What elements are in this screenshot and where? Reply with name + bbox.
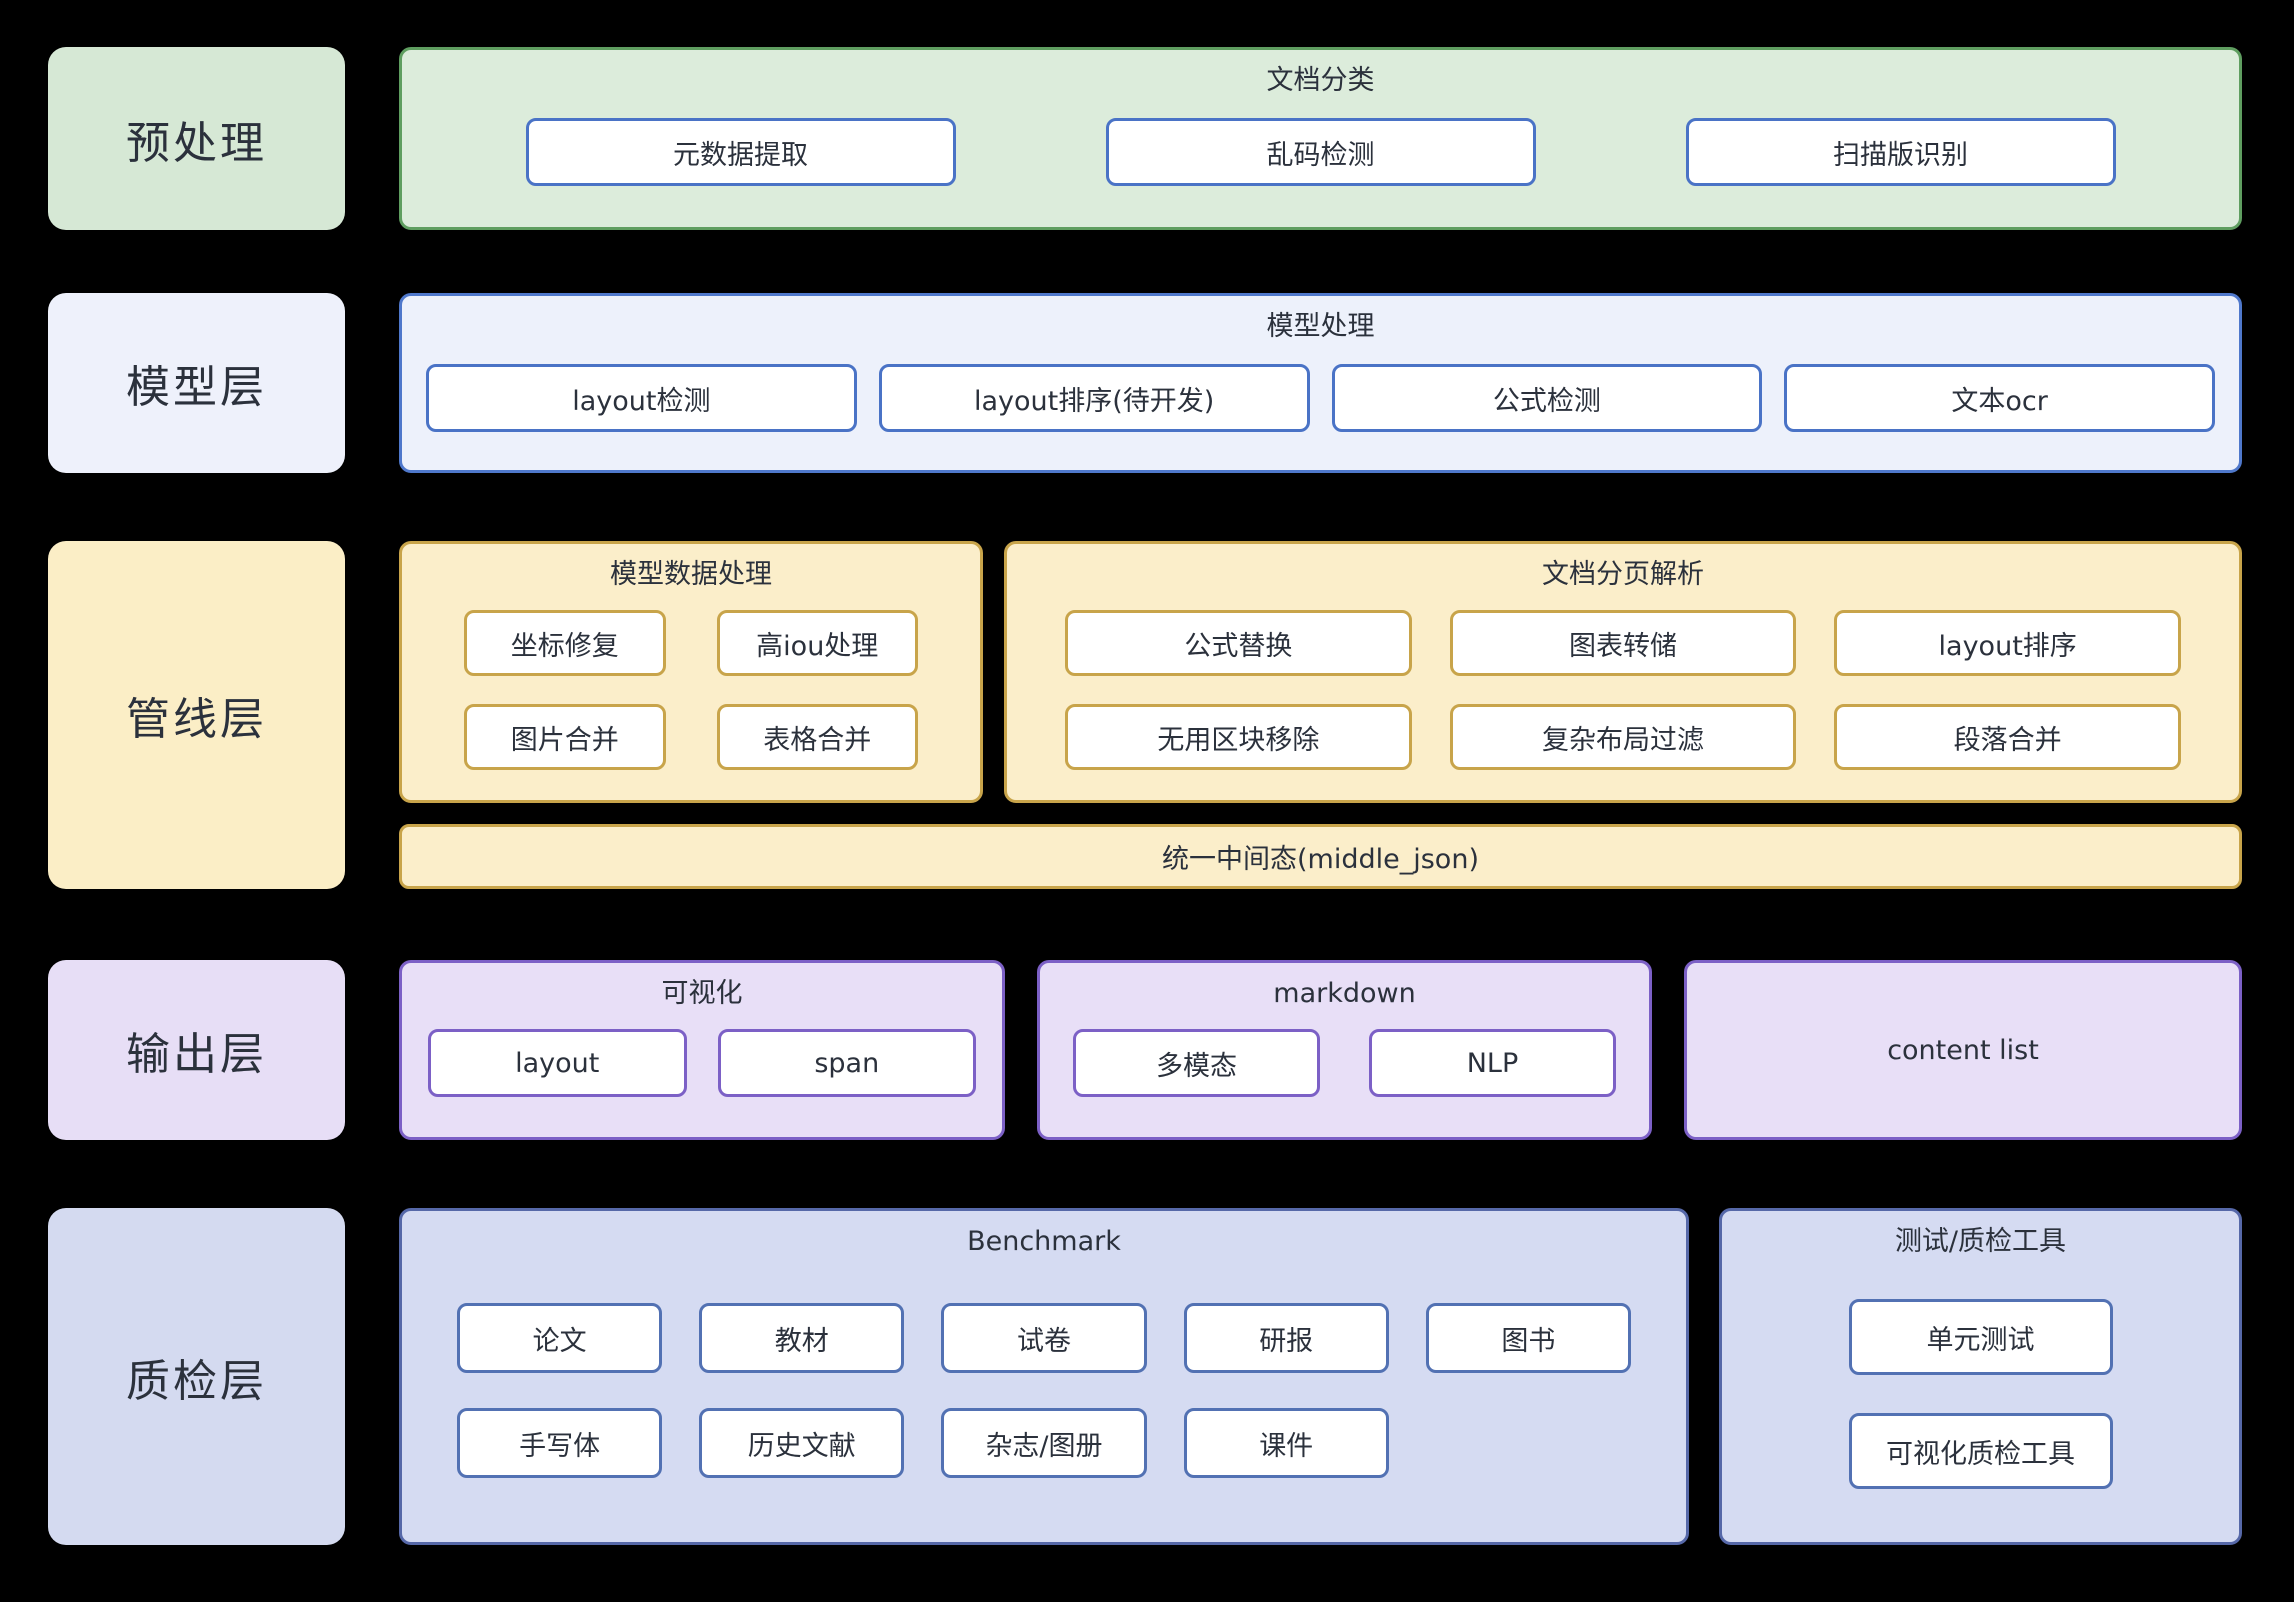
box-useless-block-removal: 无用区块移除: [1065, 704, 1412, 770]
layer-row-output: 输出层 可视化 layout span markdown 多模态 NLP con…: [48, 960, 2242, 1140]
box-book: 图书: [1425, 1303, 1631, 1373]
layer-row-pipeline: 管线层 模型数据处理 坐标修复 高iou处理 图片合并 表格合并 文档分页解析 …: [48, 541, 2242, 889]
box-garbled-detection: 乱码检测: [1105, 118, 1536, 186]
box-coord-fix: 坐标修复: [464, 610, 666, 676]
layer-label-qa: 质检层: [48, 1208, 345, 1545]
box-image-merge: 图片合并: [464, 704, 666, 770]
panel-doc-classification: 文档分类 元数据提取 乱码检测 扫描版识别: [399, 47, 2242, 230]
layer-label-text: 管线层: [126, 694, 267, 745]
box-text-ocr: 文本ocr: [1784, 364, 2215, 432]
layer-label-text: 输出层: [126, 1029, 267, 1080]
box-magazine-album: 杂志/图册: [941, 1408, 1147, 1478]
panel-title: 模型处理: [1266, 311, 1375, 342]
panel-model-data-processing: 模型数据处理 坐标修复 高iou处理 图片合并 表格合并: [399, 541, 983, 803]
box-exam-paper: 试卷: [941, 1303, 1147, 1373]
panel-content-list: content list: [1684, 960, 2242, 1140]
box-textbook: 教材: [699, 1303, 905, 1373]
box-nlp: NLP: [1369, 1029, 1616, 1097]
box-layout: layout: [428, 1029, 687, 1097]
panel-title: markdown: [1273, 978, 1416, 1009]
panel-title: 可视化: [661, 978, 743, 1009]
box-handwriting: 手写体: [457, 1408, 663, 1478]
box-research-report: 研报: [1183, 1303, 1389, 1373]
box-formula-detection: 公式检测: [1331, 364, 1763, 432]
box-paragraph-merge: 段落合并: [1834, 704, 2181, 770]
panel-markdown: markdown 多模态 NLP: [1037, 960, 1652, 1140]
box-complex-layout-filter: 复杂布局过滤: [1449, 704, 1797, 770]
box-span: span: [717, 1029, 976, 1097]
layer-label-output: 输出层: [48, 960, 345, 1140]
layer-label-text: 模型层: [126, 362, 267, 413]
box-formula-replace: 公式替换: [1065, 610, 1412, 676]
panel-title: 文档分类: [1266, 65, 1375, 96]
box-multimodal: 多模态: [1073, 1029, 1320, 1097]
layer-label-preprocess: 预处理: [48, 47, 345, 230]
panel-title: 模型数据处理: [610, 559, 772, 590]
box-courseware: 课件: [1183, 1408, 1389, 1478]
panel-benchmark: Benchmark 论文 教材 试卷 研报 图书 手写体 历史文献 杂志/图册 …: [399, 1208, 1689, 1545]
content-list-text: content list: [1887, 1034, 2039, 1066]
layer-row-preprocess: 预处理 文档分类 元数据提取 乱码检测 扫描版识别: [48, 47, 2242, 230]
panel-title: 测试/质检工具: [1894, 1226, 2067, 1257]
layer-label-pipeline: 管线层: [48, 541, 345, 889]
box-metadata-extraction: 元数据提取: [525, 118, 956, 186]
box-paper: 论文: [457, 1303, 663, 1373]
box-scan-recognition: 扫描版识别: [1685, 118, 2116, 186]
panel-visualization: 可视化 layout span: [399, 960, 1005, 1140]
box-layout-sort: layout排序: [1834, 610, 2181, 676]
layer-label-model: 模型层: [48, 293, 345, 473]
panel-title: 文档分页解析: [1542, 559, 1704, 590]
layer-row-model: 模型层 模型处理 layout检测 layout排序(待开发) 公式检测 文本o…: [48, 293, 2242, 473]
bar-middle-json: 统一中间态(middle_json): [399, 824, 2242, 889]
box-high-iou: 高iou处理: [716, 610, 918, 676]
panel-model-processing: 模型处理 layout检测 layout排序(待开发) 公式检测 文本ocr: [399, 293, 2242, 473]
layer-row-qa: 质检层 Benchmark 论文 教材 试卷 研报 图书 手写体 历史文献 杂志…: [48, 1208, 2242, 1545]
panel-doc-page-parsing: 文档分页解析 公式替换 图表转储 layout排序 无用区块移除 复杂布局过滤 …: [1004, 541, 2242, 803]
layer-label-text: 质检层: [126, 1355, 267, 1407]
panel-test-qa-tools: 测试/质检工具 单元测试 可视化质检工具: [1719, 1208, 2242, 1545]
layer-label-text: 预处理: [126, 117, 267, 169]
box-visual-qa-tool: 可视化质检工具: [1848, 1413, 2113, 1489]
box-layout-detection: layout检测: [426, 364, 857, 432]
panel-title: Benchmark: [967, 1226, 1121, 1257]
box-chart-dump: 图表转储: [1449, 610, 1797, 676]
box-historical-doc: 历史文献: [699, 1408, 905, 1478]
box-table-merge: 表格合并: [716, 704, 918, 770]
box-layout-sort-todo: layout排序(待开发): [878, 364, 1310, 432]
box-unit-test: 单元测试: [1848, 1299, 2113, 1375]
